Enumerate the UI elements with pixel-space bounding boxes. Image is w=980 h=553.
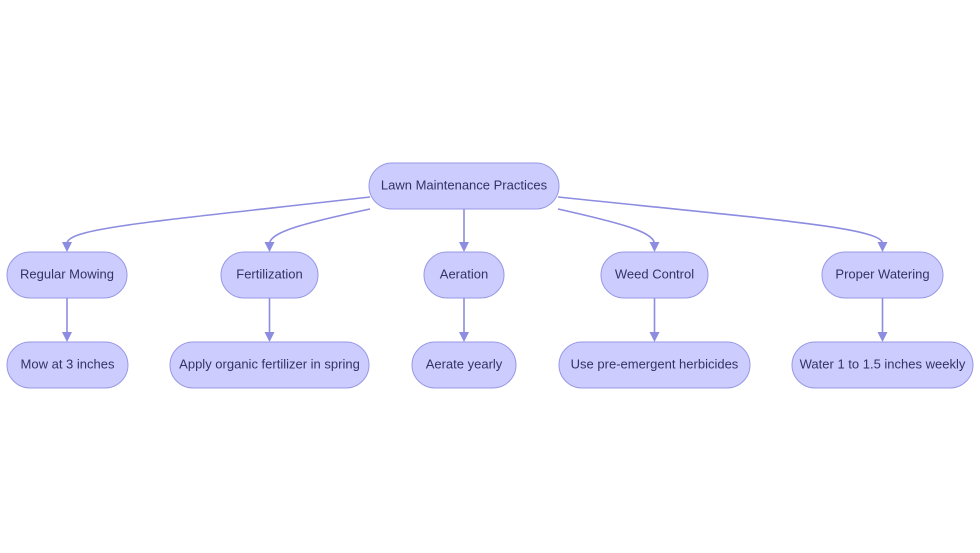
detail-node-label: Aerate yearly (426, 356, 503, 371)
arrowhead-icon (62, 332, 72, 342)
practice-node-aeration: Aeration (423, 251, 505, 299)
practice-node-shape (423, 251, 505, 299)
edge-root-to-fertilization (268, 208, 371, 244)
detail-node-weed-control: Use pre-emergent herbicides (558, 341, 751, 389)
edge-root-to-mowing (66, 196, 371, 244)
arrowhead-icon (62, 242, 72, 252)
practice-node-label: Proper Watering (835, 266, 929, 281)
practice-node-weed-control: Weed Control (600, 251, 709, 299)
detail-node-shape (791, 341, 974, 389)
detail-node-fertilization: Apply organic fertilizer in spring (169, 341, 370, 389)
arrowhead-icon (877, 332, 888, 342)
arrowhead-icon (264, 332, 275, 342)
practice-node-mowing: Regular Mowing (6, 251, 128, 299)
arrowhead-icon (264, 242, 275, 252)
practice-node-label: Regular Mowing (20, 266, 114, 281)
detail-node-label: Mow at 3 inches (21, 356, 115, 371)
root-node-label: Lawn Maintenance Practices (381, 177, 548, 192)
detail-node-shape (6, 341, 129, 389)
detail-node-shape (411, 341, 517, 389)
arrowhead-icon (459, 242, 469, 252)
practice-node-shape (220, 251, 319, 299)
edges-layer (62, 196, 888, 342)
detail-node-shape (169, 341, 370, 389)
edge-root-to-watering (557, 196, 884, 244)
practice-node-shape (821, 251, 944, 299)
practice-node-watering: Proper Watering (821, 251, 944, 299)
detail-node-shape (558, 341, 751, 389)
arrowhead-icon (649, 242, 660, 252)
root-node-shape (368, 162, 560, 210)
root-node: Lawn Maintenance Practices (368, 162, 560, 210)
detail-node-label: Use pre-emergent herbicides (571, 356, 739, 371)
practice-node-fertilization: Fertilization (220, 251, 319, 299)
arrowhead-icon (459, 332, 469, 342)
detail-node-label: Water 1 to 1.5 inches weekly (800, 356, 966, 371)
practice-node-label: Weed Control (615, 266, 694, 281)
practice-node-shape (600, 251, 709, 299)
edge-root-to-weed-control (557, 208, 656, 244)
practice-node-shape (6, 251, 128, 299)
detail-node-label: Apply organic fertilizer in spring (179, 356, 360, 371)
practice-node-label: Fertilization (236, 266, 302, 281)
detail-node-watering: Water 1 to 1.5 inches weekly (791, 341, 974, 389)
detail-node-aeration: Aerate yearly (411, 341, 517, 389)
practice-node-label: Aeration (440, 266, 488, 281)
arrowhead-icon (649, 332, 660, 342)
arrowhead-icon (877, 242, 888, 252)
detail-node-mowing: Mow at 3 inches (6, 341, 129, 389)
